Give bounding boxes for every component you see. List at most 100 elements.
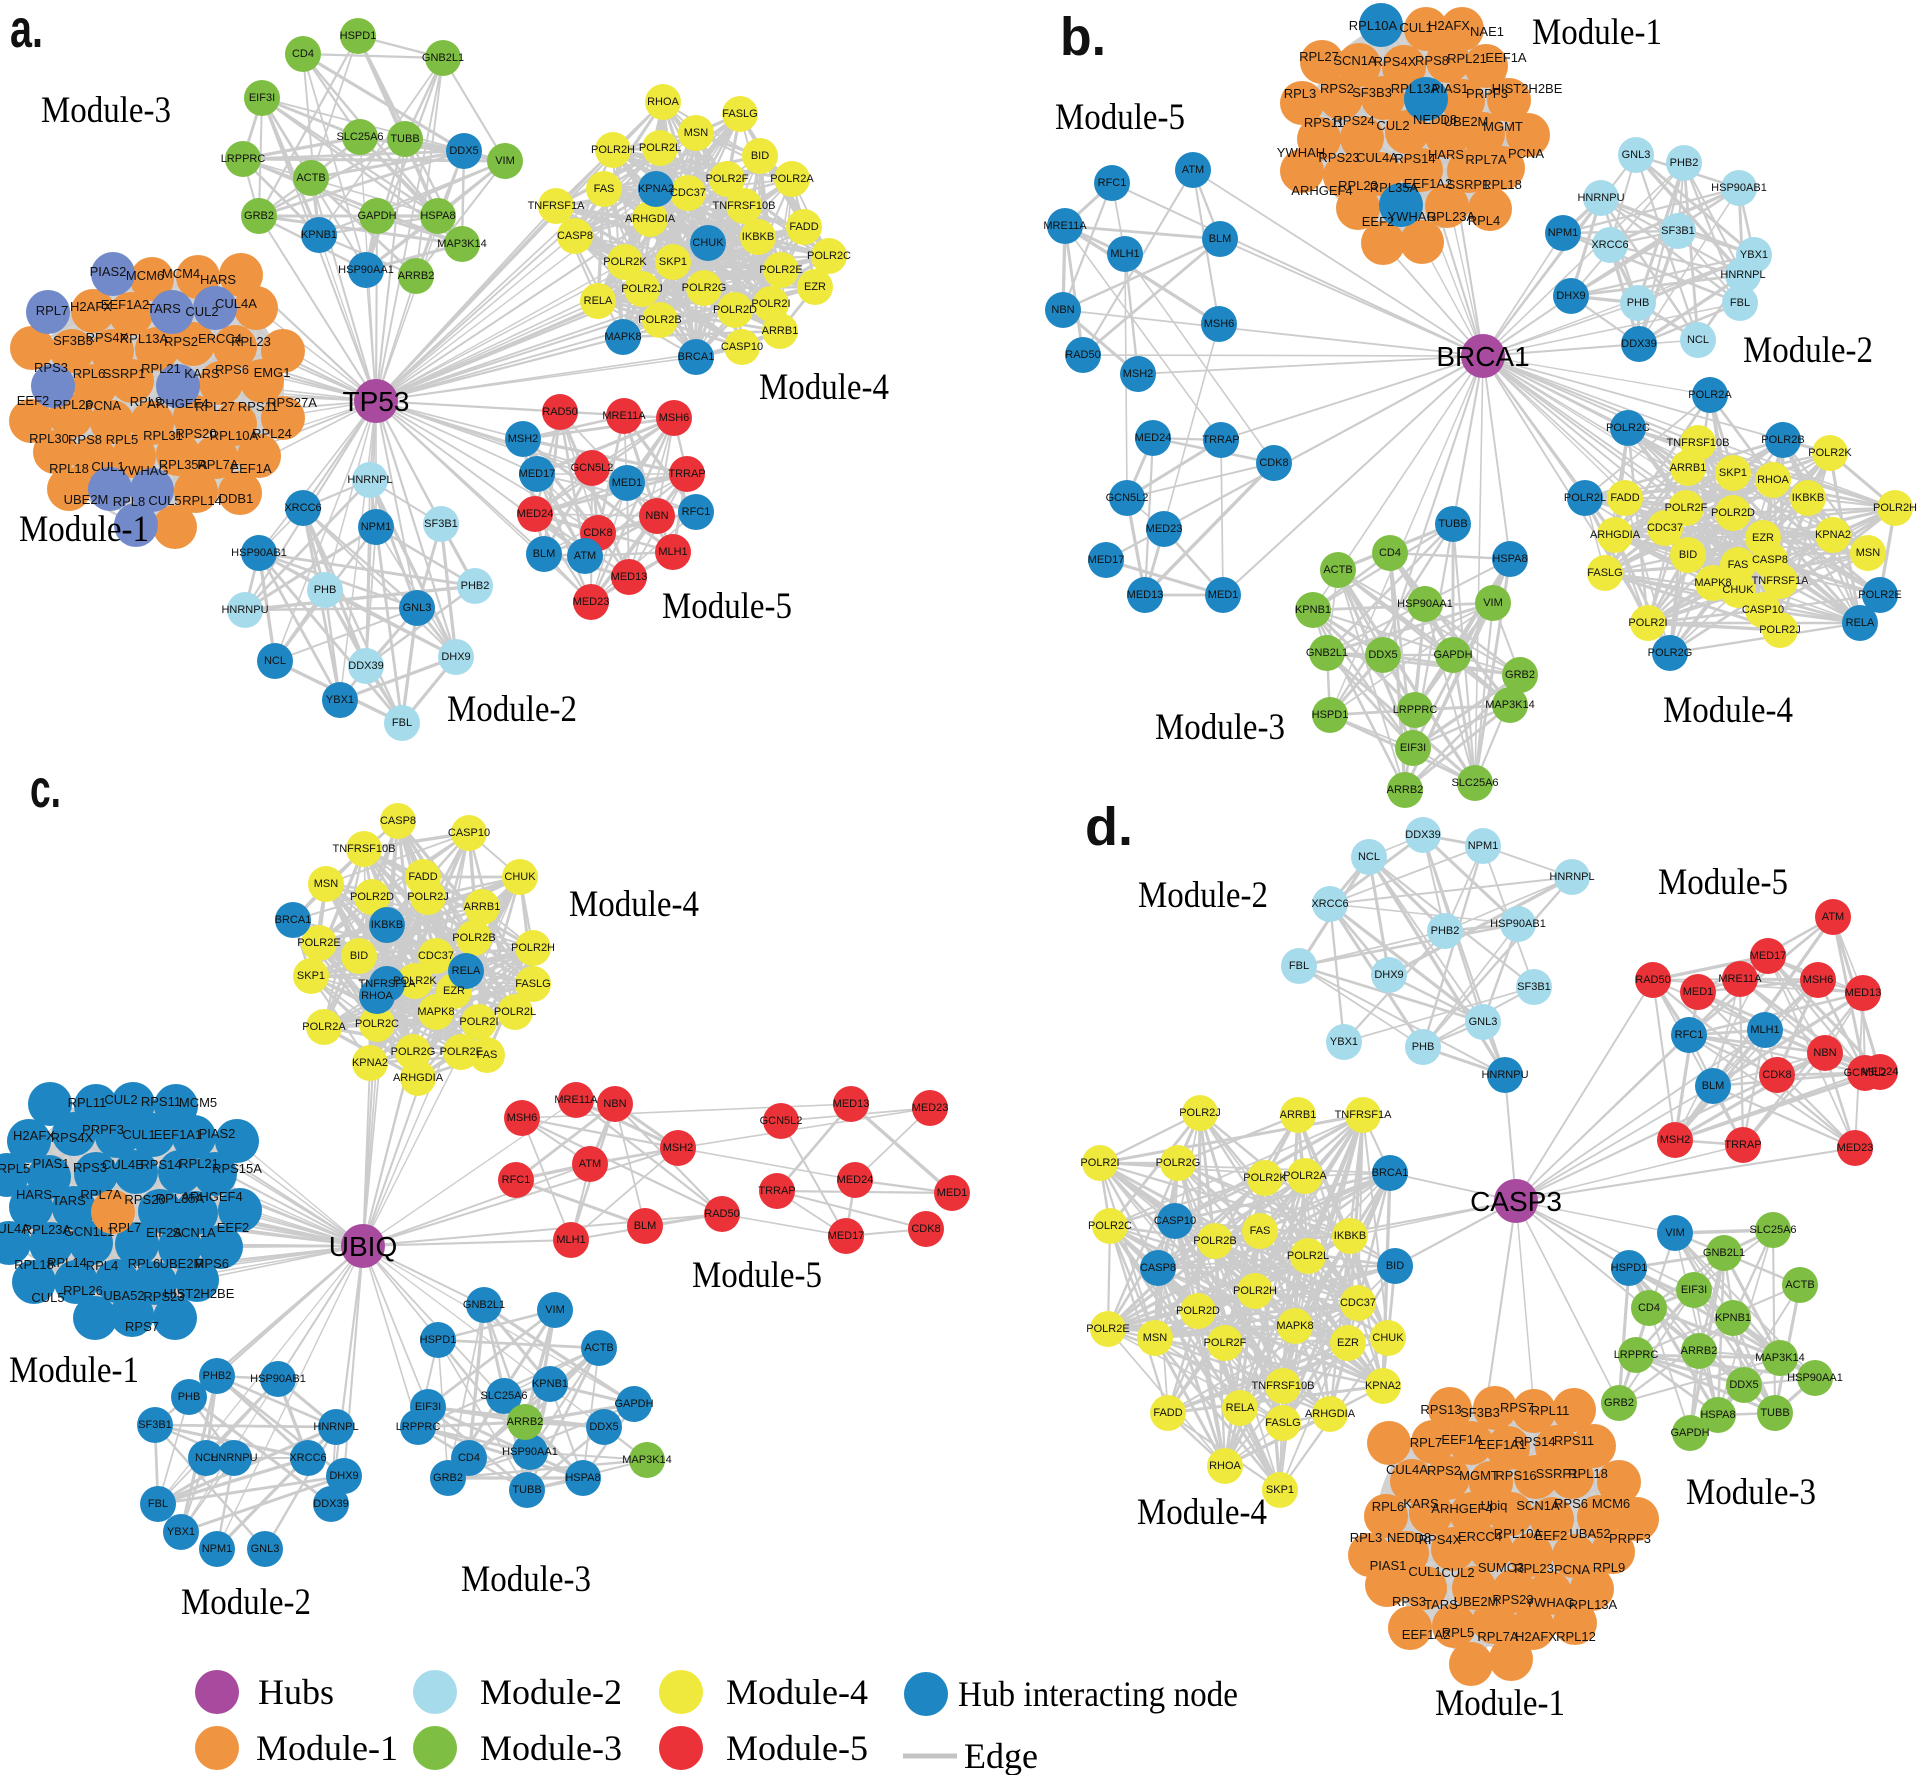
- svg-text:H2AFX: H2AFX: [1515, 1629, 1557, 1644]
- svg-text:RPL7: RPL7: [1410, 1435, 1443, 1450]
- svg-text:NPM1: NPM1: [1468, 840, 1499, 852]
- svg-text:RPL27: RPL27: [195, 399, 235, 414]
- svg-text:HSPD1: HSPD1: [1312, 709, 1349, 721]
- svg-text:POLR2A: POLR2A: [770, 173, 814, 185]
- svg-text:SCN1A: SCN1A: [172, 1225, 216, 1240]
- svg-text:GAPDH: GAPDH: [614, 1398, 653, 1410]
- svg-text:NCL: NCL: [264, 655, 286, 667]
- svg-text:HSP90AB1: HSP90AB1: [1490, 918, 1546, 930]
- svg-text:Module-1: Module-1: [1532, 12, 1662, 53]
- svg-text:EEF2: EEF2: [1362, 214, 1395, 229]
- svg-text:MSH6: MSH6: [507, 1112, 538, 1124]
- svg-text:BLM: BLM: [1209, 233, 1232, 245]
- svg-text:NBN: NBN: [603, 1098, 626, 1110]
- svg-text:RPL35A: RPL35A: [1370, 180, 1419, 195]
- svg-text:RPS11: RPS11: [1304, 115, 1344, 130]
- svg-text:ACTB: ACTB: [1785, 1279, 1814, 1291]
- svg-text:DDX5: DDX5: [589, 1421, 618, 1433]
- svg-text:KPNA2: KPNA2: [1365, 1380, 1401, 1392]
- svg-text:YBX1: YBX1: [167, 1526, 195, 1538]
- svg-text:RPL8: RPL8: [113, 494, 146, 509]
- svg-text:POLR2J: POLR2J: [407, 891, 449, 903]
- svg-text:LRPPRC: LRPPRC: [1614, 1349, 1659, 1361]
- svg-text:GAPDH: GAPDH: [357, 210, 396, 222]
- svg-text:PRPF3: PRPF3: [1609, 1531, 1651, 1546]
- svg-text:TUBB: TUBB: [1438, 518, 1467, 530]
- svg-text:ARHGDIA: ARHGDIA: [393, 1072, 444, 1084]
- svg-text:SF3B3: SF3B3: [1352, 85, 1392, 100]
- svg-text:RPS4X: RPS4X: [51, 1130, 94, 1145]
- svg-text:RPL6: RPL6: [73, 366, 106, 381]
- svg-text:MLH1: MLH1: [1110, 248, 1139, 260]
- svg-text:BRCA1: BRCA1: [678, 351, 715, 363]
- svg-text:ACTB: ACTB: [584, 1342, 613, 1354]
- svg-text:CUL2: CUL2: [185, 304, 218, 319]
- svg-text:Hub interacting node: Hub interacting node: [958, 1674, 1238, 1714]
- svg-text:HSPA8: HSPA8: [1700, 1409, 1735, 1421]
- svg-text:HSPA8: HSPA8: [420, 210, 455, 222]
- svg-text:RPL23: RPL23: [1514, 1561, 1554, 1576]
- svg-text:ATM: ATM: [579, 1158, 601, 1170]
- svg-text:RPS11: RPS11: [238, 399, 278, 414]
- svg-text:DDX39: DDX39: [313, 1498, 348, 1510]
- svg-text:RPL7: RPL7: [36, 303, 69, 318]
- svg-text:RFC1: RFC1: [1098, 177, 1127, 189]
- svg-text:PIAS1: PIAS1: [1432, 81, 1469, 96]
- svg-text:BRCA1: BRCA1: [275, 914, 312, 926]
- svg-text:RPL9: RPL9: [130, 394, 163, 409]
- svg-text:MED17: MED17: [519, 468, 556, 480]
- svg-text:Module-4: Module-4: [726, 1672, 868, 1712]
- svg-text:MED17: MED17: [1750, 950, 1787, 962]
- svg-text:POLR2B: POLR2B: [1761, 434, 1804, 446]
- svg-text:RPL26: RPL26: [63, 1283, 103, 1298]
- svg-text:HNRNPL: HNRNPL: [313, 1421, 358, 1433]
- svg-text:Ubiq: Ubiq: [1481, 1498, 1508, 1513]
- svg-text:FBL: FBL: [1730, 297, 1750, 309]
- svg-text:d.: d.: [1085, 797, 1133, 857]
- svg-text:RPL4: RPL4: [86, 1258, 119, 1273]
- svg-text:POLR2L: POLR2L: [639, 142, 681, 154]
- svg-text:KARS: KARS: [1403, 1496, 1439, 1511]
- svg-text:RPS11: RPS11: [141, 1094, 181, 1109]
- svg-text:MGMT: MGMT: [1483, 119, 1523, 134]
- svg-text:CHUK: CHUK: [692, 237, 724, 249]
- svg-text:SKP1: SKP1: [1719, 467, 1747, 479]
- svg-text:RPL7A: RPL7A: [1465, 152, 1507, 167]
- svg-text:HNRNPL: HNRNPL: [1720, 269, 1765, 281]
- svg-text:RPS8: RPS8: [1415, 53, 1449, 68]
- svg-text:MED24: MED24: [517, 508, 554, 520]
- svg-text:RPL21: RPL21: [179, 1156, 219, 1171]
- svg-text:ARRB2: ARRB2: [1681, 1345, 1718, 1357]
- svg-text:RHOA: RHOA: [1209, 1460, 1241, 1472]
- svg-text:HIST2H2BE: HIST2H2BE: [1492, 81, 1563, 96]
- svg-text:TRRAP: TRRAP: [1724, 1139, 1761, 1151]
- svg-text:PRPF3: PRPF3: [82, 1122, 124, 1137]
- svg-text:POLR2K: POLR2K: [393, 975, 437, 987]
- svg-text:CUL1: CUL1: [1408, 1564, 1441, 1579]
- svg-text:NCL: NCL: [1358, 851, 1380, 863]
- svg-text:MED1: MED1: [1683, 986, 1714, 998]
- svg-text:CDK8: CDK8: [1259, 457, 1288, 469]
- svg-text:Module-3: Module-3: [1155, 707, 1285, 748]
- svg-text:RPS27A: RPS27A: [267, 395, 317, 410]
- svg-text:GNB2L1: GNB2L1: [463, 1299, 505, 1311]
- svg-text:DDX5: DDX5: [1368, 649, 1397, 661]
- svg-text:POLR2D: POLR2D: [1711, 507, 1755, 519]
- svg-text:CUL4A: CUL4A: [215, 296, 257, 311]
- svg-text:MED23: MED23: [912, 1102, 949, 1114]
- svg-text:PHB: PHB: [178, 1391, 201, 1403]
- svg-text:POLR2C: POLR2C: [1606, 422, 1650, 434]
- svg-text:YWHAG: YWHAG: [1387, 209, 1436, 224]
- svg-text:EIF2A: EIF2A: [146, 1225, 182, 1240]
- svg-text:FADD: FADD: [1153, 1407, 1182, 1419]
- svg-text:POLR2J: POLR2J: [1179, 1107, 1221, 1119]
- svg-text:POLR2H: POLR2H: [1873, 502, 1917, 514]
- svg-text:POLR2E: POLR2E: [297, 937, 340, 949]
- svg-text:FBL: FBL: [392, 717, 412, 729]
- svg-text:NBN: NBN: [1813, 1047, 1836, 1059]
- svg-text:CD4: CD4: [458, 1452, 480, 1464]
- svg-text:UBIQ: UBIQ: [329, 1231, 397, 1262]
- svg-text:Module-1: Module-1: [19, 509, 149, 550]
- svg-text:GAPDH: GAPDH: [1670, 1427, 1709, 1439]
- svg-text:Module-5: Module-5: [692, 1255, 822, 1296]
